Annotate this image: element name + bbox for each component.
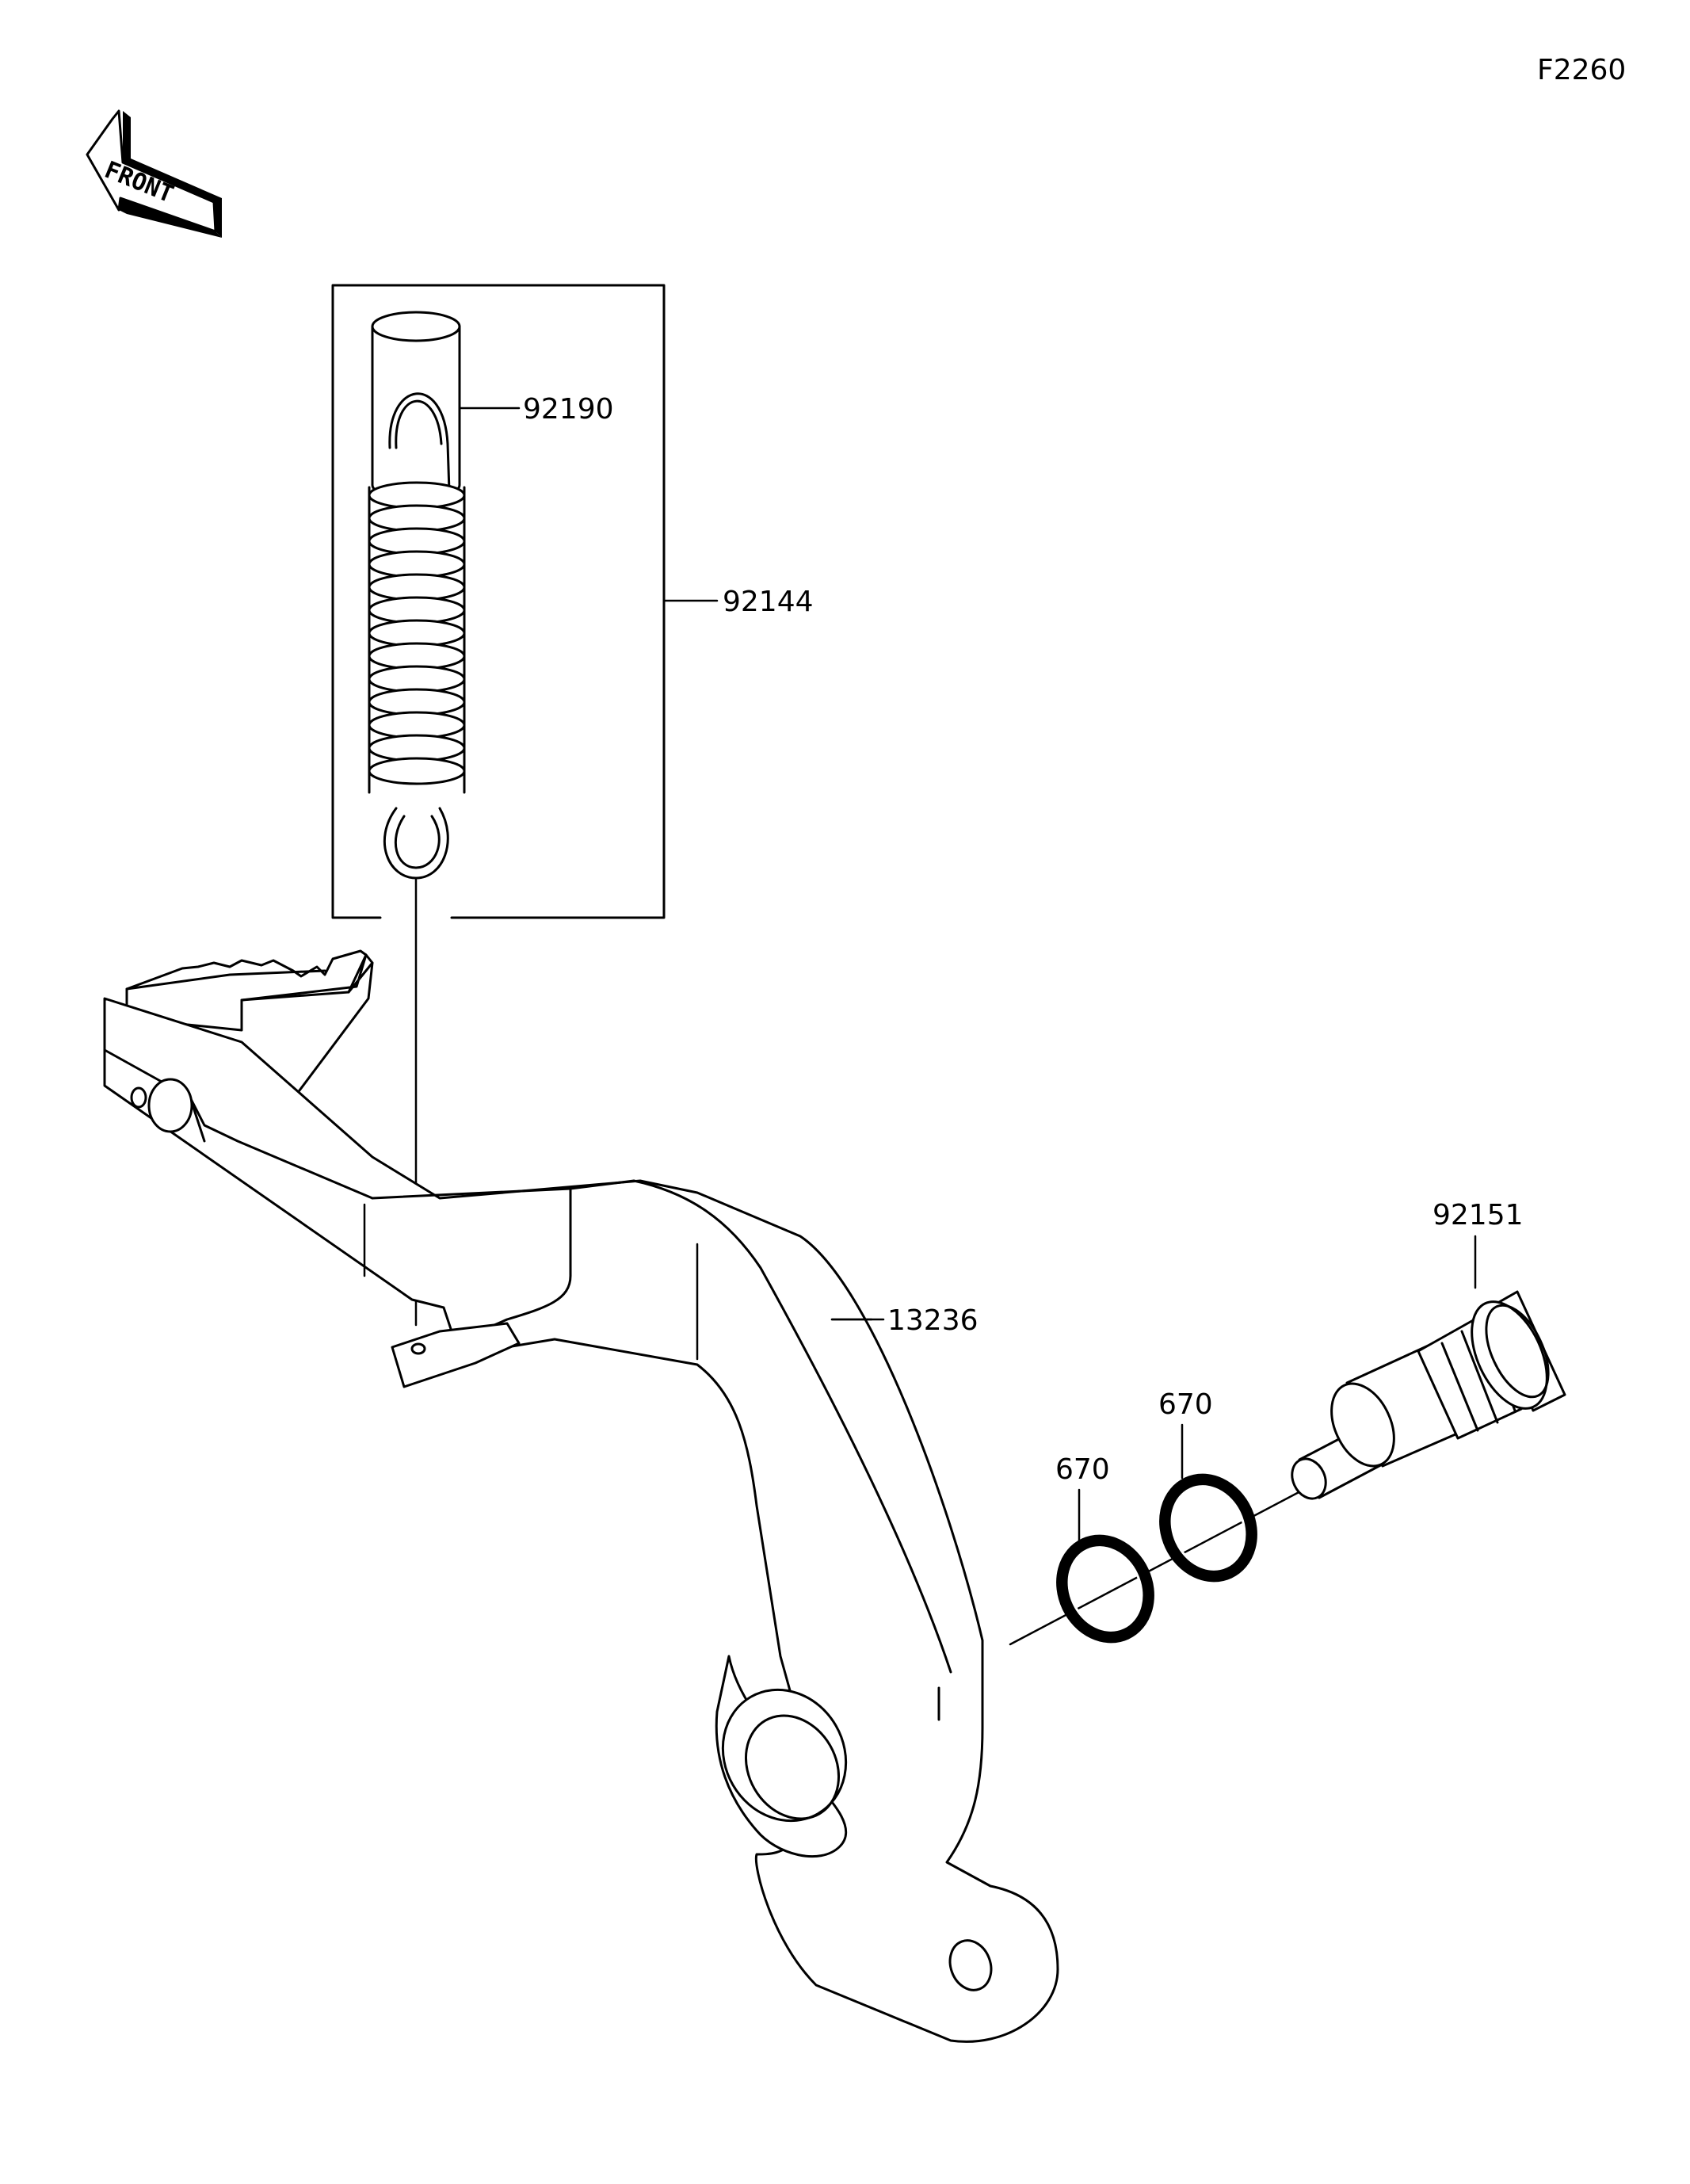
washer-670-a bbox=[1056, 1488, 1154, 1644]
front-arrow-icon: FRONT bbox=[86, 109, 222, 238]
label-92190: 92190 bbox=[523, 393, 614, 426]
spring-coil bbox=[368, 642, 466, 670]
spring-part bbox=[368, 392, 466, 1327]
kit-box-92144 bbox=[331, 284, 719, 919]
diagram-code: F2260 bbox=[1537, 54, 1626, 86]
spring-coil bbox=[368, 757, 466, 785]
spring-coil bbox=[368, 481, 466, 510]
label-670-b: 670 bbox=[1158, 1388, 1213, 1421]
washer-670-b bbox=[1159, 1423, 1257, 1583]
spring-coil bbox=[368, 711, 466, 739]
label-92144: 92144 bbox=[723, 586, 814, 618]
spring-coil bbox=[368, 527, 466, 556]
spring-coil bbox=[368, 573, 466, 601]
spring-coil bbox=[368, 619, 466, 647]
label-670-a: 670 bbox=[1055, 1453, 1110, 1486]
spring-coil bbox=[368, 734, 466, 762]
pivot-shaft-92151 bbox=[1291, 1235, 1566, 1500]
spring-coil bbox=[368, 504, 466, 533]
spring-coil bbox=[368, 665, 466, 693]
spring-coil bbox=[368, 596, 466, 624]
brake-pedal-13236 bbox=[103, 949, 1059, 2043]
spring-coil bbox=[368, 550, 466, 578]
collar-92190 bbox=[371, 311, 521, 501]
label-92151: 92151 bbox=[1432, 1199, 1524, 1231]
spring-coil bbox=[368, 688, 466, 716]
label-13236: 13236 bbox=[887, 1304, 979, 1337]
